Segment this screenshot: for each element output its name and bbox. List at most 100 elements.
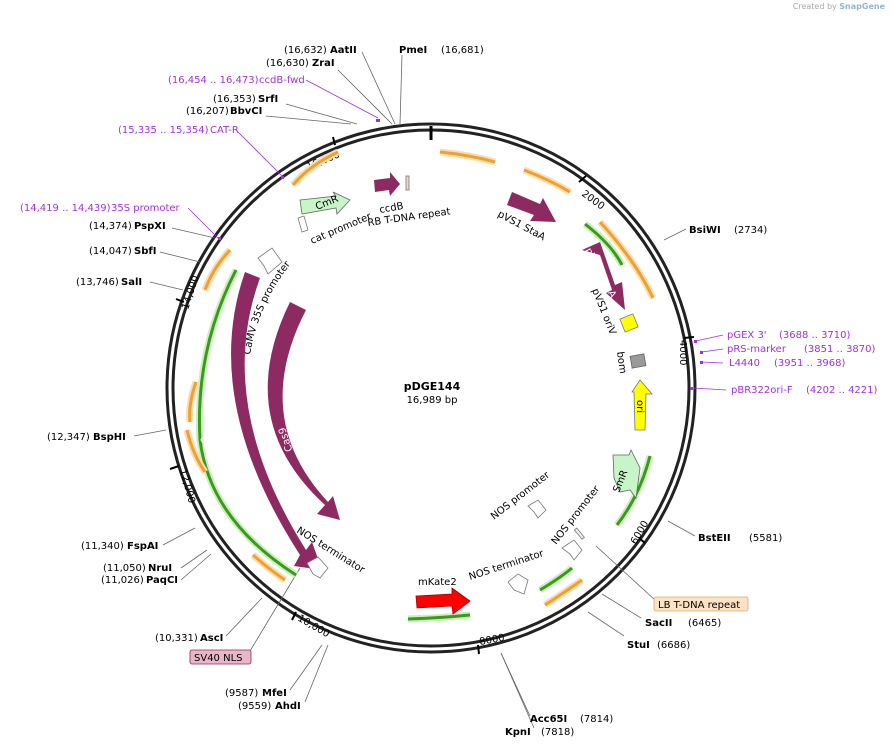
primer-pos-pgex3: (3688 .. 3710) xyxy=(779,330,851,341)
enzyme-sbfi[interactable]: SbfI xyxy=(134,246,156,257)
ccdb-arrow[interactable] xyxy=(374,172,400,196)
pvs1-oriv-box[interactable] xyxy=(619,313,639,333)
lb-tdna-repeat-box[interactable] xyxy=(653,596,749,612)
enzyme-pspxi[interactable]: PspXI xyxy=(134,221,166,232)
primer-ccdb-fwd[interactable]: ccdB-fwd xyxy=(259,75,305,86)
bom-box[interactable] xyxy=(629,353,647,369)
primer-pbr322ori-f[interactable]: pBR322ori-F xyxy=(731,385,793,396)
cmr-arrow[interactable] xyxy=(299,191,351,215)
enzyme-aatii[interactable]: AatII xyxy=(330,45,357,56)
nos-terminator-2-arrow xyxy=(507,573,529,595)
primer-pgex3[interactable]: pGEX 3' xyxy=(727,330,767,341)
enzyme-pmei[interactable]: PmeI xyxy=(399,45,427,56)
tick-4000: 4000 xyxy=(677,340,688,365)
mkate2-label: mKate2 xyxy=(418,577,457,588)
lb-tdna-repeat-mark xyxy=(573,527,585,540)
enzyme-srfi[interactable]: SrfI xyxy=(258,94,278,105)
cat-promoter-arrow xyxy=(297,215,309,233)
snapgene-branding: Created by SnapGene xyxy=(793,2,885,11)
primer-prs-marker[interactable]: pRS-marker xyxy=(727,344,787,355)
cat-promoter-label: cat promoter xyxy=(309,211,374,247)
enzyme-asci[interactable]: AscI xyxy=(200,633,223,644)
enzyme-pos-asci: (10,331) xyxy=(155,633,198,644)
primer-pos-pbr322ori-f: (4202 .. 4221) xyxy=(806,385,878,396)
enzyme-pos-pmei: (16,681) xyxy=(441,45,484,56)
primer-cat-r[interactable]: CAT-R xyxy=(210,125,239,136)
enzyme-pos-acc65i: (7814) xyxy=(580,714,613,725)
primer-pos-prs-marker: (3851 .. 3870) xyxy=(804,344,876,355)
plasmid-name: pDGE144 xyxy=(404,380,461,393)
enzyme-pos-bsiwi: (2734) xyxy=(734,225,767,236)
primer-pos-cat-r: (15,335 .. 15,354) xyxy=(118,125,209,136)
nos-promoter-1-arrow xyxy=(527,499,547,519)
primer-marks xyxy=(218,119,703,390)
primer-l4440[interactable]: L4440 xyxy=(729,358,760,369)
enzyme-pos-mfei: (9587) xyxy=(225,688,258,699)
enzyme-pos-sali: (13,746) xyxy=(76,277,119,288)
enzyme-labels: (16,632) AatII (16,630) ZraI PmeI (16,68… xyxy=(47,45,782,738)
cas9-outer-arrow[interactable] xyxy=(231,272,322,570)
enzyme-paqci[interactable]: PaqCI xyxy=(146,575,178,586)
ori-arrow[interactable] xyxy=(631,379,653,431)
tick-6000: 6000 xyxy=(629,519,651,547)
sv40-nls-box[interactable] xyxy=(189,649,252,665)
enzyme-pos-kpni: (7818) xyxy=(541,727,574,738)
enzyme-bbvci[interactable]: BbvCI xyxy=(230,106,262,117)
enzyme-pos-stui: (6686) xyxy=(657,640,690,651)
branding-prefix: Created by xyxy=(792,2,837,11)
snapgene-logo: SnapGene xyxy=(839,2,885,11)
plasmid-length: 16,989 bp xyxy=(407,395,458,406)
enzyme-zrai[interactable]: ZraI xyxy=(312,58,335,69)
bom-label: bom xyxy=(614,351,628,375)
enzyme-sacii[interactable]: SacII xyxy=(645,618,672,629)
lb-tdna-repeat-box-label: LB T-DNA repeat xyxy=(658,600,740,611)
tick-8000: 8000 xyxy=(479,633,506,648)
pvs1-repa-arrow[interactable] xyxy=(582,242,625,310)
primer-labels: (16,454 .. 16,473) ccdB-fwd (15,335 .. 1… xyxy=(20,75,878,396)
rb-tdna-repeat-mark xyxy=(405,175,410,191)
leader-lines xyxy=(133,51,727,729)
enzyme-pos-pspxi: (14,374) xyxy=(89,221,132,232)
pvs1-staa-arrow[interactable] xyxy=(507,192,556,222)
smr-arrow[interactable] xyxy=(612,449,641,500)
enzyme-bsteii[interactable]: BstEII xyxy=(698,533,731,544)
nos-promoter-1-label: NOS promoter xyxy=(489,469,553,522)
enzyme-mfei[interactable]: MfeI xyxy=(262,688,287,699)
enzyme-ahdi[interactable]: AhdI xyxy=(275,701,301,712)
enzyme-pos-bsteii: (5581) xyxy=(749,533,782,544)
nos-promoter-2-label: NOS promoter xyxy=(550,483,603,547)
enzyme-nrui[interactable]: NruI xyxy=(148,563,172,574)
orf-arcs xyxy=(183,148,657,623)
enzyme-stui[interactable]: StuI xyxy=(627,640,650,651)
nos-promoter-2-arrow xyxy=(561,539,583,561)
enzyme-bsiwi[interactable]: BsiWI xyxy=(689,225,721,236)
enzyme-pos-paqci: (11,026) xyxy=(101,575,144,586)
enzyme-sali[interactable]: SalI xyxy=(121,277,142,288)
enzyme-pos-ahdi: (9559) xyxy=(238,701,271,712)
enzyme-bsphi[interactable]: BspHI xyxy=(93,432,126,443)
mkate2-arrow[interactable] xyxy=(415,587,471,615)
nos-terminator-2-label: NOS terminator xyxy=(468,548,546,583)
enzyme-pos-sacii: (6465) xyxy=(688,618,721,629)
primer-pos-l4440: (3951 .. 3968) xyxy=(774,358,846,369)
primer-pos-ccdb-fwd: (16,454 .. 16,473) xyxy=(168,75,259,86)
cas9-inner-arrow[interactable] xyxy=(267,302,340,520)
enzyme-acc65i[interactable]: Acc65I xyxy=(530,714,567,725)
enzyme-pos-srfi: (16,353) xyxy=(213,94,256,105)
enzyme-pos-zrai: (16,630) xyxy=(266,58,309,69)
enzyme-pos-bsphi: (12,347) xyxy=(47,432,90,443)
enzyme-kpni[interactable]: KpnI xyxy=(505,727,531,738)
primer-35s-promoter[interactable]: 35S promoter xyxy=(111,203,181,214)
sv40-nls-box-label: SV40 NLS xyxy=(194,653,243,664)
enzyme-pos-bbvci: (16,207) xyxy=(186,106,229,117)
nos-terminator-1-arrow xyxy=(306,556,329,579)
tick-2000: 2000 xyxy=(579,189,606,213)
ccdb-label: ccdB xyxy=(379,201,405,216)
ori-label: ori xyxy=(634,400,645,413)
camv-35s-promoter-arrow xyxy=(257,247,283,275)
enzyme-pos-sbfi: (14,047) xyxy=(89,246,132,257)
enzyme-pos-nrui: (11,050) xyxy=(103,563,146,574)
enzyme-pos-fspai: (11,340) xyxy=(81,541,124,552)
enzyme-fspai[interactable]: FspAI xyxy=(127,541,158,552)
